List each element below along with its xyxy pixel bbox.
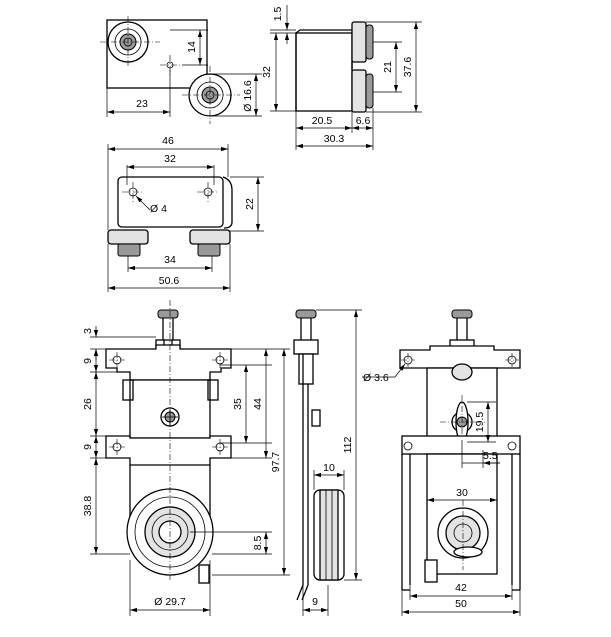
bracket-outline: [106, 19, 208, 89]
dim-32-middle: 32: [164, 153, 176, 165]
roller-left: [107, 229, 149, 245]
dim-14: 14: [186, 41, 198, 53]
right-view: Ø 3.6 19.5 5.5 30 42 50: [362, 309, 521, 616]
dim-dia-16-6: Ø 16.6: [242, 80, 254, 112]
bottom-flange: [105, 435, 232, 466]
right-lower-flange: [401, 435, 521, 455]
roller-right: [189, 229, 231, 245]
dim-9b: 9: [82, 444, 94, 450]
dim-23: 23: [136, 98, 148, 110]
dim-42: 42: [455, 582, 467, 594]
dim-10: 10: [323, 462, 335, 474]
dim-dia-29-7: Ø 29.7: [154, 596, 186, 608]
dim-dia-3-6: Ø 3.6: [363, 372, 389, 384]
middle-view: 46 32 Ø 4 22 34 50.6: [107, 135, 264, 292]
dim-30-3: 30.3: [324, 133, 345, 145]
dim-8-5: 8.5: [252, 536, 264, 551]
top-flange: [105, 344, 232, 381]
dim-26: 26: [82, 398, 94, 410]
side-view: 112 10 9: [293, 309, 362, 616]
screw-head: [157, 309, 179, 319]
dim-37-6: 37.6: [402, 57, 414, 78]
bracket-body: [295, 32, 353, 112]
right-screw-head: [451, 309, 473, 319]
dim-22: 22: [244, 198, 256, 210]
dim-50: 50: [455, 598, 467, 610]
dim-20-5: 20.5: [312, 115, 333, 127]
top-left-view: 14 23 Ø 16.6: [100, 16, 262, 124]
dim-44: 44: [252, 398, 264, 410]
dim-dia-4: Ø 4: [150, 203, 167, 215]
dim-1-5: 1.5: [272, 7, 284, 22]
dim-112: 112: [342, 436, 354, 453]
dim-6-6: 6.6: [356, 115, 371, 127]
dim-19-5: 19.5: [474, 412, 486, 433]
dim-30: 30: [456, 487, 468, 499]
dim-3: 3: [82, 328, 94, 334]
side-screw-head: [295, 309, 317, 319]
top-right-view: 1.5 32 21 37.6 20.5 6.6 30.3: [261, 5, 422, 150]
dim-34: 34: [164, 254, 176, 266]
tab: [198, 564, 210, 584]
front-view: 3 9 26 9 38.8 35 44 97.7 8.5 Ø 29.7: [82, 300, 290, 616]
dim-50-6: 50.6: [159, 275, 180, 287]
dim-38-8: 38.8: [82, 496, 94, 517]
dim-21: 21: [382, 61, 394, 73]
dim-9: 9: [312, 596, 318, 608]
upper-roller-side: [351, 21, 367, 63]
dim-5-5: 5.5: [483, 450, 498, 462]
dim-32: 32: [261, 66, 273, 78]
dim-35: 35: [232, 398, 244, 410]
lower-roller-side: [351, 69, 367, 113]
bracket-plate: [117, 176, 224, 228]
dim-9a: 9: [82, 358, 94, 364]
dim-46: 46: [162, 135, 174, 147]
dim-97-7: 97.7: [270, 452, 282, 473]
